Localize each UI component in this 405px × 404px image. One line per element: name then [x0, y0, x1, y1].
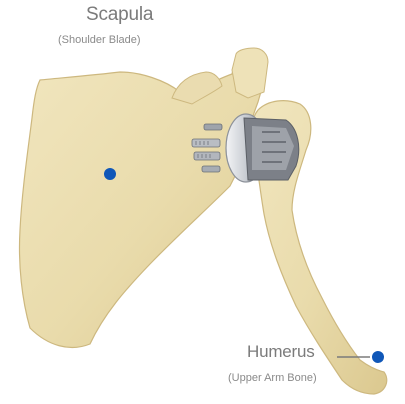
humerus-sublabel: (Upper Arm Bone)	[228, 372, 317, 384]
scapula-bone	[19, 50, 266, 347]
scapula-label: Scapula	[86, 4, 153, 26]
coracoid-bone	[232, 48, 268, 98]
scapula-marker	[104, 168, 116, 180]
humerus-label: Humerus	[247, 342, 315, 362]
humerus-marker	[372, 351, 384, 363]
scapula-sublabel: (Shoulder Blade)	[58, 34, 141, 46]
